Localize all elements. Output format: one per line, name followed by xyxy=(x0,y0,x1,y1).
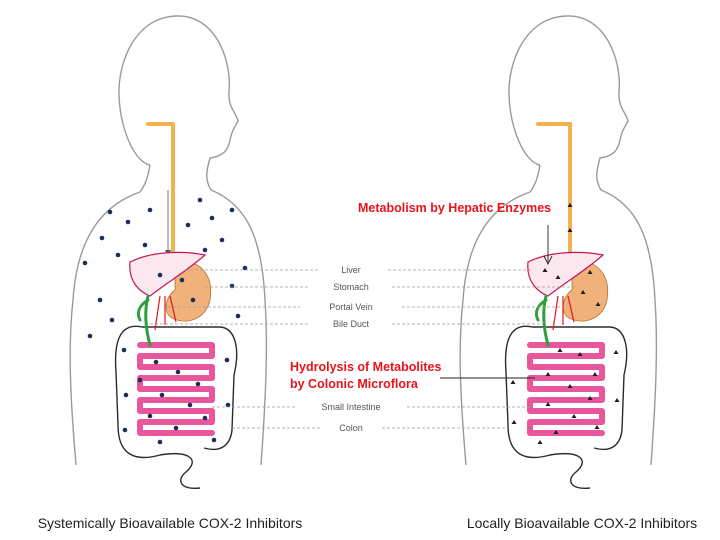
label-liver: Liver xyxy=(341,265,361,275)
right-figure xyxy=(440,15,658,489)
label-portal-vein: Portal Vein xyxy=(329,302,373,312)
left-figure xyxy=(69,15,268,489)
left-bile-duct xyxy=(136,294,152,347)
right-colon xyxy=(504,325,628,489)
caption-right: Locally Bioavailable COX-2 Inhibitors xyxy=(467,515,697,531)
right-portal-vein xyxy=(552,295,575,331)
right-liver xyxy=(527,251,605,297)
hepatic-arrowhead xyxy=(543,255,553,266)
left-small-intestine xyxy=(137,342,215,436)
left-body-outline xyxy=(69,15,268,466)
annotation-hydrolysis-line2: by Colonic Microflora xyxy=(290,377,419,391)
left-liver xyxy=(129,251,207,297)
right-drug-triangles xyxy=(510,203,620,444)
right-bile-duct xyxy=(534,294,550,347)
annotation-hepatic: Metabolism by Hepatic Enzymes xyxy=(358,201,551,215)
left-esophagus xyxy=(146,122,175,264)
organ-connectors xyxy=(150,269,575,429)
left-colon xyxy=(114,325,238,489)
label-colon: Colon xyxy=(339,423,363,433)
label-stomach: Stomach xyxy=(333,282,369,292)
left-drug-dots xyxy=(82,197,248,445)
right-esophagus xyxy=(536,122,572,264)
label-bile-duct: Bile Duct xyxy=(333,319,370,329)
caption-left: Systemically Bioavailable COX-2 Inhibito… xyxy=(38,515,303,531)
right-small-intestine xyxy=(527,342,605,436)
annotation-hydrolysis-line1: Hydrolysis of Metabolites xyxy=(290,360,441,374)
label-small-intestine: Small Intestine xyxy=(321,402,380,412)
right-body-outline xyxy=(459,15,658,466)
